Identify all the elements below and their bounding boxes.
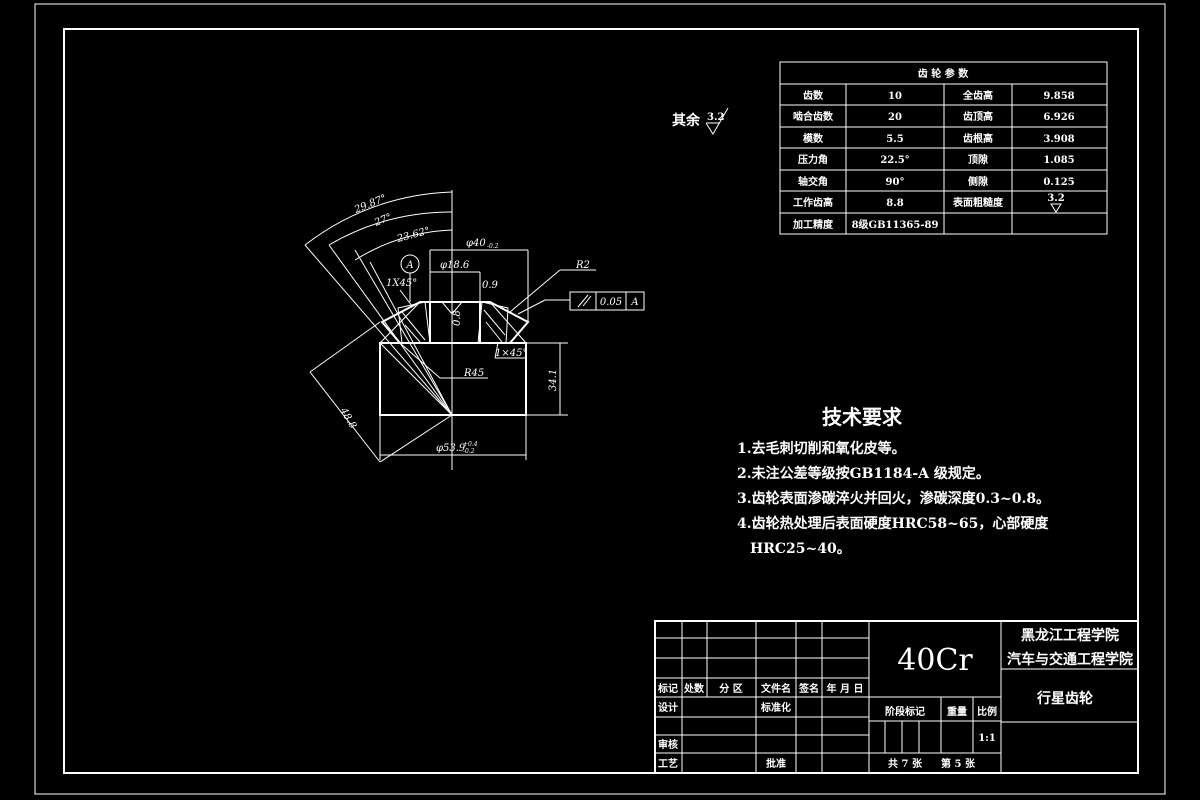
tech-req-item: 2.未注公差等级按GB1184-A 级规定。	[737, 465, 990, 482]
roughness-symbol-icon	[705, 107, 729, 135]
dim-dia-bore: φ18.6	[440, 260, 470, 271]
gear-cell: 齿顶高	[963, 110, 993, 123]
inner-frame	[63, 28, 1139, 774]
dim-dia-top-tol: -0.2	[487, 243, 499, 250]
tb-standardize: 标准化	[760, 701, 791, 714]
gear-cell: 模数	[803, 132, 824, 145]
tolerance-value: 0.05	[600, 297, 622, 308]
tb-header: 标记	[657, 682, 678, 695]
gear-cell: 1.085	[1043, 155, 1074, 166]
gear-cell: 齿根高	[963, 132, 993, 145]
tech-req-title: 技术要求	[822, 405, 903, 429]
tb-header: 处数	[683, 682, 705, 695]
part-name: 行星齿轮	[1036, 690, 1093, 707]
gear-cell: 8级GB11365-89	[852, 218, 939, 231]
datum-letter: A	[405, 260, 413, 271]
school-name: 黑龙江工程学院	[1021, 627, 1119, 644]
gear-cell: 齿数	[803, 89, 824, 102]
tb-process: 工艺	[658, 757, 678, 770]
tech-req-item: 1.去毛刺切削和氧化皮等。	[737, 440, 906, 457]
tb-review: 审核	[658, 738, 678, 751]
gear-cell: 22.5°	[880, 155, 909, 166]
gear-section-view	[304, 190, 645, 470]
dim-radius-top: R2	[575, 260, 590, 271]
tb-stage-mark: 阶段标记	[885, 705, 925, 718]
dim-height: 34.1	[548, 369, 559, 391]
dim-angle-outer: 29.87°	[352, 193, 388, 216]
gear-cell: 9.858	[1043, 91, 1074, 102]
gear-cell: 5.5	[886, 134, 903, 145]
gear-parameter-table: 齿 轮 参 数 齿数 10 全齿高 9.858 啮合齿数 20 齿顶高 6.92…	[779, 61, 1108, 235]
dim-angle-mid: 27°	[372, 212, 393, 229]
tb-sheets-total: 共 7 张	[888, 757, 923, 770]
gear-cell: 压力角	[798, 153, 828, 166]
gear-cell: 20	[888, 112, 902, 123]
technical-requirements: 技术要求 1.去毛刺切削和氧化皮等。 2.未注公差等级按GB1184-A 级规定…	[737, 405, 1050, 557]
tb-scale-value: 1:1	[978, 733, 996, 744]
tb-header: 文件名	[761, 682, 791, 695]
gear-cell: 3.908	[1043, 134, 1074, 145]
tb-sheet-no: 第 5 张	[941, 757, 976, 770]
tolerance-datum: A	[630, 297, 638, 308]
gear-cell: 全齿高	[962, 89, 993, 102]
gear-cell: 啮合齿数	[793, 110, 834, 123]
gear-cell: 顶隙	[968, 153, 988, 166]
dim-chamfer-bottom: 1×45°	[495, 348, 527, 359]
gear-cell: 0.125	[1043, 177, 1074, 188]
tb-approve: 批准	[766, 757, 786, 770]
gear-cell: 6.926	[1043, 112, 1074, 123]
tb-header: 签名	[798, 682, 819, 695]
dim-chamfer-left: 1X45°	[386, 278, 417, 289]
tech-req-item: HRC25~40。	[750, 541, 851, 557]
gear-cell: 90°	[886, 177, 905, 188]
gear-cell: 8.8	[886, 198, 903, 209]
material-label: 40Cr	[897, 643, 973, 678]
gear-cell: 10	[888, 91, 902, 102]
gear-cell: 3.2	[1047, 193, 1064, 204]
gear-cell: 表面粗糙度	[952, 196, 1004, 209]
college-name: 汽车与交通工程学院	[1007, 651, 1133, 668]
gear-cell: 工作齿高	[793, 196, 833, 209]
dim-dia-bottom: φ53.9	[436, 443, 466, 454]
gear-cell: 侧隙	[968, 175, 988, 188]
tb-weight: 重量	[947, 705, 967, 718]
roughness-note-value: 3.2	[707, 112, 724, 123]
tb-header: 年 月 日	[827, 682, 864, 695]
tb-design: 设计	[658, 701, 678, 714]
gear-cell: 轴交角	[798, 175, 828, 188]
roughness-symbol-icon	[1050, 203, 1062, 213]
runout-symbol-icon	[577, 294, 592, 308]
dim-dia-top: φ40	[466, 238, 486, 249]
tech-req-item: 3.齿轮表面渗碳淬火并回火，渗碳深度0.3~0.8。	[737, 490, 1050, 507]
dim-chamfer-right: 0.9	[482, 280, 499, 291]
outer-border	[34, 3, 1166, 795]
dim-bore-len: 0.8	[452, 310, 463, 326]
dim-angle-inner: 23.62°	[395, 226, 431, 246]
tb-scale-label: 比例	[977, 705, 997, 718]
roughness-note: 其余 3.2	[672, 107, 729, 135]
dim-dia-bottom-tol-lo: -0.2	[463, 448, 475, 455]
dim-dia-bottom-tol-up: +0.4	[463, 441, 478, 448]
dim-cone-dist: 48.8	[337, 405, 358, 431]
tech-req-item: 4.齿轮热处理后表面硬度HRC58~65，心部硬度	[737, 515, 1049, 532]
dim-radius-r45: R45	[463, 368, 484, 379]
tb-header: 分 区	[719, 682, 742, 695]
gear-table-title: 齿 轮 参 数	[918, 67, 969, 80]
title-block: 40Cr 黑龙江工程学院 汽车与交通工程学院 行星齿轮 标记 处数 分 区 文件…	[654, 620, 1139, 774]
roughness-note-label: 其余	[672, 112, 701, 129]
gear-cell: 加工精度	[792, 218, 834, 231]
